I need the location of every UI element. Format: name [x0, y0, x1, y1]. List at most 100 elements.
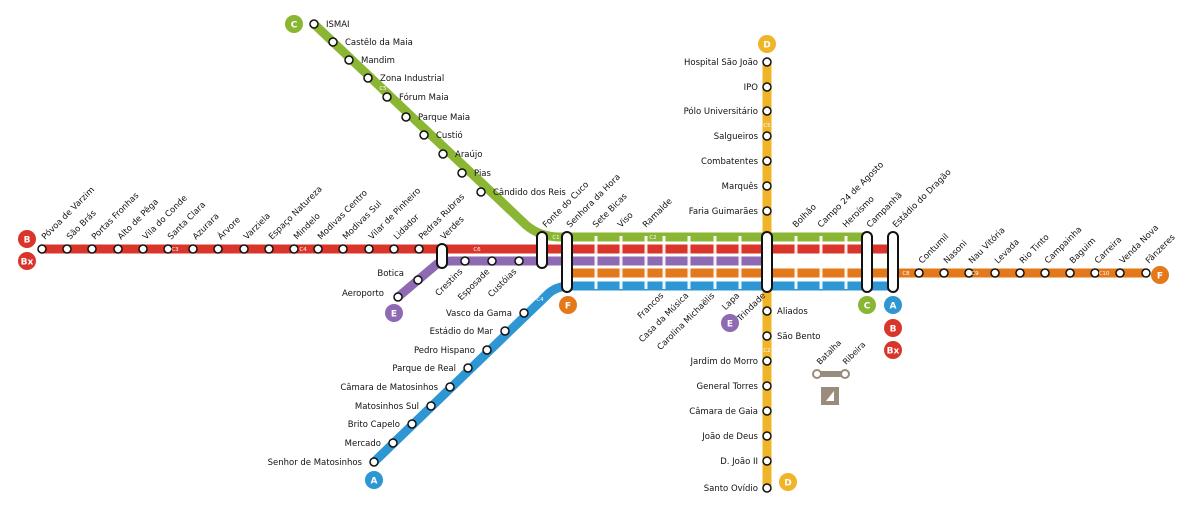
station-azurara[interactable]	[188, 244, 198, 254]
funicular-stop-batalha[interactable]	[812, 369, 822, 379]
station-aliados[interactable]	[762, 306, 772, 316]
line-f-badge[interactable]	[1151, 266, 1169, 284]
station-pedras-rubras[interactable]	[414, 244, 424, 254]
line-a-badge[interactable]	[365, 471, 383, 489]
station-espaco-natureza[interactable]	[264, 244, 274, 254]
station-joao-de-deus[interactable]	[762, 431, 772, 441]
label-lapa: Lapa	[721, 291, 743, 313]
line-a-badge[interactable]	[884, 296, 902, 314]
line-e-badge[interactable]	[721, 314, 739, 332]
line-c-badge[interactable]	[858, 296, 876, 314]
station-senhor-de-matosinhos[interactable]	[369, 457, 379, 467]
station-forum-maia[interactable]	[382, 92, 392, 102]
station-estadio-do-mar[interactable]	[500, 326, 510, 336]
station-araujo[interactable]	[438, 149, 448, 159]
station-levada[interactable]	[990, 268, 1000, 278]
station-modivas-sul[interactable]	[338, 244, 348, 254]
station-pias[interactable]	[457, 168, 467, 178]
station-povoa-de-varzim[interactable]	[37, 244, 47, 254]
zone-marker-5: C1	[552, 235, 559, 241]
interchange-senhora-da-hora[interactable]	[561, 231, 573, 293]
line-b-badge[interactable]	[18, 230, 36, 248]
station-jardim-do-morro[interactable]	[762, 356, 772, 366]
station-fanzeres[interactable]	[1141, 268, 1151, 278]
station-santa-clara[interactable]	[163, 244, 173, 254]
funicular-stop-ribeira[interactable]	[840, 369, 850, 379]
line-bx-badge-label: Bx	[887, 347, 900, 357]
line-f-badge-label: F	[565, 302, 571, 312]
station-esposade[interactable]	[487, 256, 497, 266]
station-botica[interactable]	[413, 275, 423, 285]
station-campainha[interactable]	[1040, 268, 1050, 278]
station-modivas-centro[interactable]	[313, 244, 323, 254]
station-venda-nova[interactable]	[1115, 268, 1125, 278]
station-hospital-sao-joao[interactable]	[762, 57, 772, 67]
line-bx-badge[interactable]	[18, 252, 36, 270]
interchange-estadio-do-dragao[interactable]	[887, 231, 899, 293]
station-combatentes[interactable]	[762, 156, 772, 166]
station-ismai[interactable]	[309, 19, 319, 29]
station-carreira[interactable]	[1090, 268, 1100, 278]
station-crestins[interactable]	[460, 256, 470, 266]
station-candido-dos-reis[interactable]	[476, 187, 486, 197]
station-custio[interactable]	[419, 130, 429, 140]
label-ramalde: Ramalde	[641, 197, 675, 231]
label-matosinhos-sul: Matosinhos Sul	[355, 402, 419, 412]
station-matosinhos-sul[interactable]	[426, 401, 436, 411]
station-salgueiros[interactable]	[762, 131, 772, 141]
station-portas-fronhas[interactable]	[87, 244, 97, 254]
station-vila-do-conde[interactable]	[138, 244, 148, 254]
label-custoias: Custóias	[486, 266, 520, 300]
station-mercado[interactable]	[388, 438, 398, 448]
label-parque-maia: Parque Maia	[418, 113, 470, 123]
station-sao-bras[interactable]	[62, 244, 72, 254]
station-castelo-da-maia[interactable]	[328, 37, 338, 47]
station-stops	[37, 19, 1151, 493]
station-aeroporto[interactable]	[393, 292, 403, 302]
station-ipo[interactable]	[762, 82, 772, 92]
station-lidador[interactable]	[389, 244, 399, 254]
station-d-joao-ii[interactable]	[762, 456, 772, 466]
station-general-torres[interactable]	[762, 381, 772, 391]
station-faria-guimaraes[interactable]	[762, 206, 772, 216]
station-rio-tinto[interactable]	[1015, 268, 1025, 278]
line-b-badge[interactable]	[884, 319, 902, 337]
interchange-fonte-do-cuco[interactable]	[536, 231, 548, 269]
station-parque-de-real[interactable]	[463, 363, 473, 373]
station-parque-maia[interactable]	[401, 112, 411, 122]
line-f-badge[interactable]	[559, 296, 577, 314]
station-marques[interactable]	[762, 181, 772, 191]
interchange-verdes[interactable]	[436, 243, 448, 269]
interchange-trindade[interactable]	[761, 231, 773, 293]
line-c-badge[interactable]	[285, 15, 303, 33]
label-batalha: Batalha	[815, 338, 843, 366]
station-custoias[interactable]	[514, 256, 524, 266]
trunk-stop-bar-5	[713, 236, 717, 289]
station-mindelo[interactable]	[289, 244, 299, 254]
station-vasco-da-gama[interactable]	[519, 308, 529, 318]
station-brito-capelo[interactable]	[407, 419, 417, 429]
station-nau-vitoria[interactable]	[964, 268, 974, 278]
station-polo-universitario[interactable]	[762, 106, 772, 116]
station-baguim[interactable]	[1065, 268, 1075, 278]
station-contumil[interactable]	[914, 268, 924, 278]
station-camara-de-gaia[interactable]	[762, 406, 772, 416]
station-alto-de-pega[interactable]	[113, 244, 123, 254]
station-nasoni[interactable]	[939, 268, 949, 278]
line-bx-badge[interactable]	[884, 341, 902, 359]
station-mandim[interactable]	[344, 55, 354, 65]
station-zona-industrial[interactable]	[363, 73, 373, 83]
trunk-stop-bar-2	[644, 236, 648, 289]
line-d-badge[interactable]	[758, 35, 776, 53]
interchange-campanha[interactable]	[861, 231, 873, 293]
station-arvore[interactable]	[213, 244, 223, 254]
station-pedro-hispano[interactable]	[482, 345, 492, 355]
line-d-badge[interactable]	[779, 473, 797, 491]
station-vilar-do-pinheiro[interactable]	[364, 244, 374, 254]
station-sao-bento[interactable]	[762, 331, 772, 341]
line-e-badge[interactable]	[385, 304, 403, 322]
station-camara-de-matosinhos[interactable]	[445, 382, 455, 392]
station-varzea[interactable]	[239, 244, 249, 254]
zone-marker-1: C5	[763, 123, 771, 129]
station-santo-ovidio[interactable]	[762, 483, 772, 493]
